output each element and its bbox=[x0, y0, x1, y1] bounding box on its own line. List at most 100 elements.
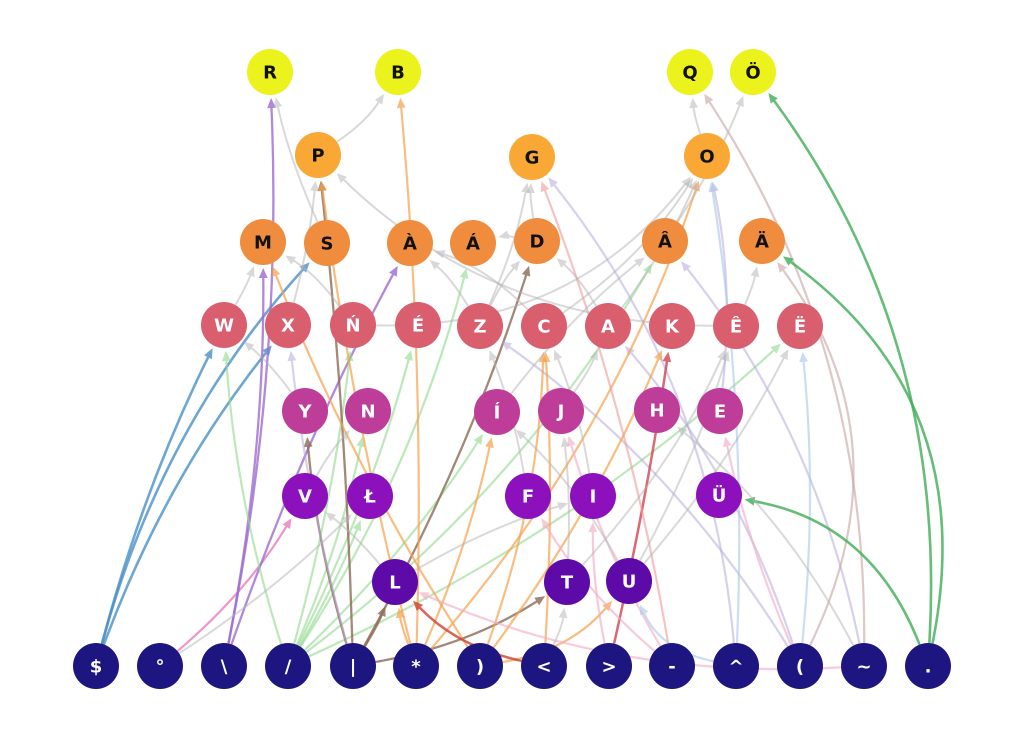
node-l[interactable]: L bbox=[372, 559, 418, 605]
edge-arrowhead bbox=[510, 260, 520, 272]
node-i[interactable]: I bbox=[570, 473, 616, 519]
edge-asterisk-to-l bbox=[395, 607, 409, 645]
node-circle bbox=[457, 643, 503, 689]
node-a-circumflex[interactable]: Â bbox=[642, 218, 688, 264]
node-c[interactable]: C bbox=[521, 303, 567, 349]
edge-line bbox=[643, 357, 785, 564]
node-j[interactable]: J bbox=[538, 388, 584, 434]
node-z[interactable]: Z bbox=[457, 303, 503, 349]
node-g[interactable]: G bbox=[509, 134, 555, 180]
edge-arrowhead bbox=[643, 263, 652, 275]
node-circle bbox=[330, 302, 376, 348]
edge-o-to-q bbox=[689, 97, 701, 135]
node-circle bbox=[634, 387, 680, 433]
node-period[interactable]: . bbox=[905, 643, 951, 689]
edge-line bbox=[753, 500, 921, 645]
edge-line bbox=[436, 265, 469, 307]
edge-n-acute-to-m bbox=[285, 255, 340, 307]
node-circle bbox=[777, 643, 823, 689]
node-slash[interactable]: / bbox=[265, 643, 311, 689]
node-x[interactable]: X bbox=[265, 302, 311, 348]
edge-arrowhead bbox=[554, 349, 563, 361]
edge-line bbox=[488, 191, 527, 306]
node-k[interactable]: K bbox=[649, 303, 695, 349]
edge-arrowhead bbox=[377, 606, 386, 617]
edge-slash-to-w bbox=[222, 350, 282, 645]
node-l-stroke[interactable]: Ł bbox=[347, 473, 393, 519]
node-h[interactable]: H bbox=[634, 387, 680, 433]
node-circle bbox=[667, 49, 713, 95]
node-n[interactable]: N bbox=[345, 388, 391, 434]
edge-line bbox=[225, 359, 282, 645]
node-paren-close[interactable]: ) bbox=[457, 643, 503, 689]
node-circle bbox=[393, 643, 439, 689]
node-asterisk[interactable]: * bbox=[393, 643, 439, 689]
edge-w-to-m bbox=[234, 266, 255, 306]
node-o-umlaut[interactable]: Ö bbox=[730, 49, 776, 95]
edge-line bbox=[336, 101, 380, 143]
node-circle bbox=[345, 388, 391, 434]
node-s[interactable]: S bbox=[304, 220, 350, 266]
edge-greater-than-to-i bbox=[588, 522, 606, 644]
node-a[interactable]: A bbox=[585, 303, 631, 349]
edge-arrowhead bbox=[634, 257, 645, 267]
edge-slash-to-i-acute bbox=[304, 433, 483, 651]
edge-line bbox=[683, 432, 854, 646]
edge-arrowhead bbox=[395, 607, 405, 619]
edge-z-to-a-grave bbox=[429, 260, 469, 307]
node-circle bbox=[450, 220, 496, 266]
node-tilde[interactable]: ~ bbox=[841, 643, 887, 689]
node-a-acute[interactable]: Á bbox=[450, 220, 496, 266]
edge-arrowhead bbox=[654, 350, 663, 361]
node-u[interactable]: U bbox=[606, 558, 652, 604]
node-t[interactable]: T bbox=[544, 559, 590, 605]
node-e-umlaut[interactable]: Ë bbox=[777, 303, 823, 349]
node-q[interactable]: Q bbox=[667, 49, 713, 95]
node-pipe[interactable]: | bbox=[330, 643, 376, 689]
edge-l-to-v bbox=[325, 512, 381, 565]
node-paren-open[interactable]: ( bbox=[777, 643, 823, 689]
node-u-umlaut[interactable]: Ü bbox=[696, 472, 742, 518]
node-dollar[interactable]: $ bbox=[73, 643, 119, 689]
node-greater-than[interactable]: > bbox=[586, 643, 632, 689]
edge-arrowhead bbox=[246, 266, 255, 278]
node-o[interactable]: O bbox=[684, 133, 730, 179]
node-w[interactable]: W bbox=[201, 302, 247, 348]
edge-paren-open-to-e-umlaut bbox=[799, 351, 812, 644]
node-e[interactable]: E bbox=[697, 388, 743, 434]
node-a-umlaut[interactable]: Ä bbox=[739, 218, 785, 264]
edge-arrowhead bbox=[404, 350, 413, 361]
edge-line bbox=[708, 101, 866, 644]
node-y[interactable]: Y bbox=[282, 388, 328, 434]
node-m[interactable]: M bbox=[240, 219, 286, 265]
node-b[interactable]: B bbox=[375, 49, 421, 95]
edge-paren-open-to-e bbox=[723, 436, 792, 645]
node-circle bbox=[586, 643, 632, 689]
node-f[interactable]: F bbox=[505, 473, 551, 519]
node-n-acute[interactable]: Ń bbox=[330, 302, 376, 348]
node-e-circumflex[interactable]: Ê bbox=[713, 303, 759, 349]
node-d[interactable]: D bbox=[514, 218, 560, 264]
node-circle bbox=[713, 303, 759, 349]
node-less-than[interactable]: < bbox=[521, 643, 567, 689]
node-hyphen[interactable]: - bbox=[649, 643, 695, 689]
node-backslash[interactable]: \ bbox=[201, 643, 247, 689]
node-e-acute[interactable]: É bbox=[395, 302, 441, 348]
edge-arrowhead bbox=[389, 265, 398, 277]
node-circle bbox=[347, 473, 393, 519]
edge-arrowhead bbox=[310, 180, 319, 192]
edge-degree-to-l-stroke bbox=[179, 514, 352, 654]
edge-line bbox=[744, 275, 756, 305]
node-degree[interactable]: ° bbox=[137, 643, 183, 689]
node-r[interactable]: R bbox=[247, 49, 293, 95]
node-p[interactable]: P bbox=[295, 132, 341, 178]
node-v[interactable]: V bbox=[282, 473, 328, 519]
edge-arrowhead bbox=[677, 426, 688, 437]
node-caret[interactable]: ^ bbox=[713, 643, 759, 689]
node-i-acute[interactable]: Í bbox=[474, 389, 520, 435]
node-a-grave[interactable]: À bbox=[387, 220, 433, 266]
node-circle bbox=[295, 132, 341, 178]
edge-arrowhead bbox=[501, 341, 512, 351]
node-circle bbox=[247, 49, 293, 95]
